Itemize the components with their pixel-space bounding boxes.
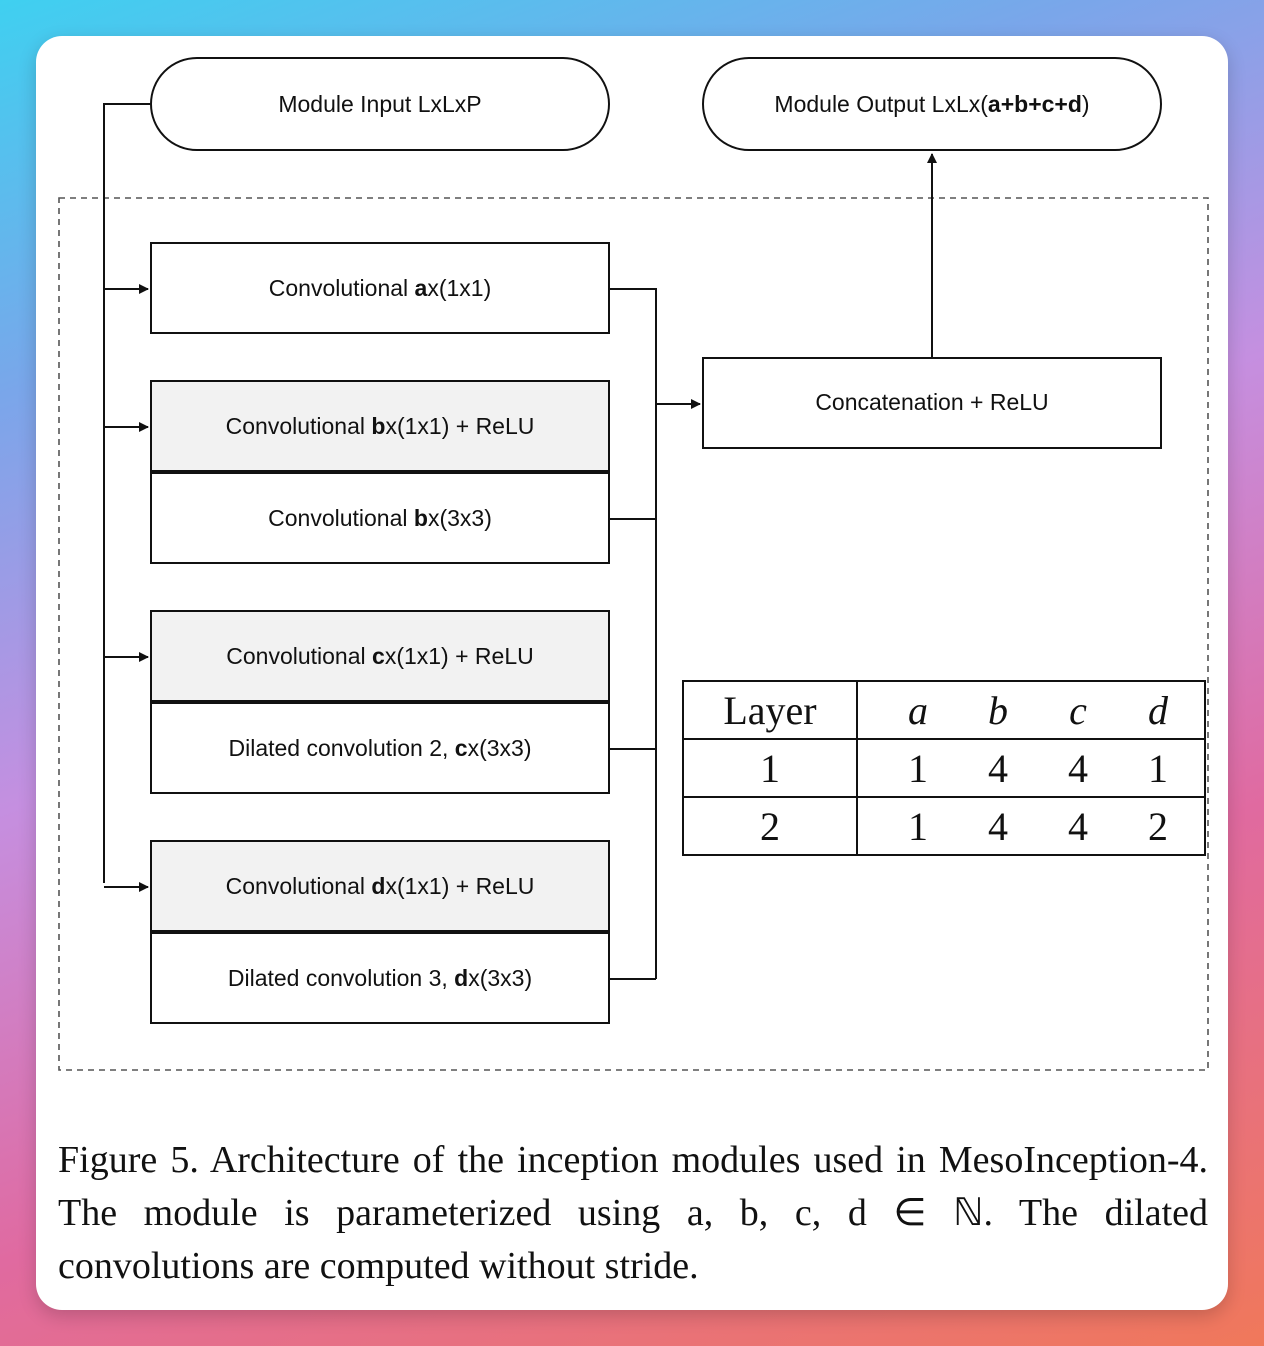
branch-b-bottom-label: Convolutional bx(3x3) [268,504,492,531]
row-1-c: 4 [1068,745,1088,791]
row-1-d: 1 [1148,745,1168,791]
branch-b-conv3x3: Convolutional bx(3x3) [150,472,610,564]
row-1-b: 4 [988,745,1008,791]
row-2-d: 2 [1148,803,1168,849]
table-row: 2 1 4 4 2 [682,796,1206,856]
figure-caption: Figure 5. Architecture of the inception … [58,1139,1208,1287]
header-var-c: c [1069,687,1087,733]
module-input-node: Module Input LxLxP [150,57,610,151]
branch-d-top-label: Convolutional dx(1x1) + ReLU [225,872,535,899]
branch-c-dilated: Dilated convolution 2, cx(3x3) [150,702,610,794]
concat-node: Concatenation + ReLU [702,357,1162,449]
row-1-a: 1 [908,745,928,791]
header-layer: Layer [682,680,858,740]
branch-c-top-label: Convolutional cx(1x1) + ReLU [226,642,534,669]
diagram-connectors [58,103,1209,1071]
input-trunk [103,103,150,883]
module-output-label: Module Output LxLx(a+b+c+d) [774,90,1090,117]
param-table: Layer a b c d 1 1 4 4 [682,680,1206,856]
branch-c-conv1x1: Convolutional cx(1x1) + ReLU [150,610,610,702]
branch-d-conv1x1: Convolutional dx(1x1) + ReLU [150,840,610,932]
header-var-a: a [908,687,928,733]
branch-b-conv1x1: Convolutional bx(1x1) + ReLU [150,380,610,472]
header-var-d: d [1148,687,1168,733]
row-2-values: 1 4 4 2 [856,796,1206,856]
module-output-node: Module Output LxLx(a+b+c+d) [702,57,1162,151]
row-2-layer: 2 [682,796,858,856]
row-2-c: 4 [1068,803,1088,849]
table-row: 1 1 4 4 1 [682,738,1206,798]
concat-label: Concatenation + ReLU [815,389,1049,415]
module-boundary [58,197,1209,1071]
row-2-a: 1 [908,803,928,849]
header-vars: a b c d [856,680,1206,740]
branch-a-conv: Convolutional ax(1x1) [150,242,610,334]
header-var-b: b [988,687,1008,733]
row-1-values: 1 4 4 1 [856,738,1206,798]
module-input-label: Module Input LxLxP [278,90,482,117]
branch-d-bottom-label: Dilated convolution 3, dx(3x3) [227,964,533,991]
param-table-header: Layer a b c d [682,680,1206,740]
branch-d-dilated: Dilated convolution 3, dx(3x3) [150,932,610,1024]
branch-b-top-label: Convolutional bx(1x1) + ReLU [225,412,535,439]
figure-card: Module Input LxLxP Module Output LxLx(a+… [36,36,1228,1310]
row-2-b: 4 [988,803,1008,849]
out-a [610,288,657,979]
branch-a-label: Convolutional ax(1x1) [268,274,492,301]
branch-c-bottom-label: Dilated convolution 2, cx(3x3) [228,734,532,761]
row-1-layer: 1 [682,738,858,798]
